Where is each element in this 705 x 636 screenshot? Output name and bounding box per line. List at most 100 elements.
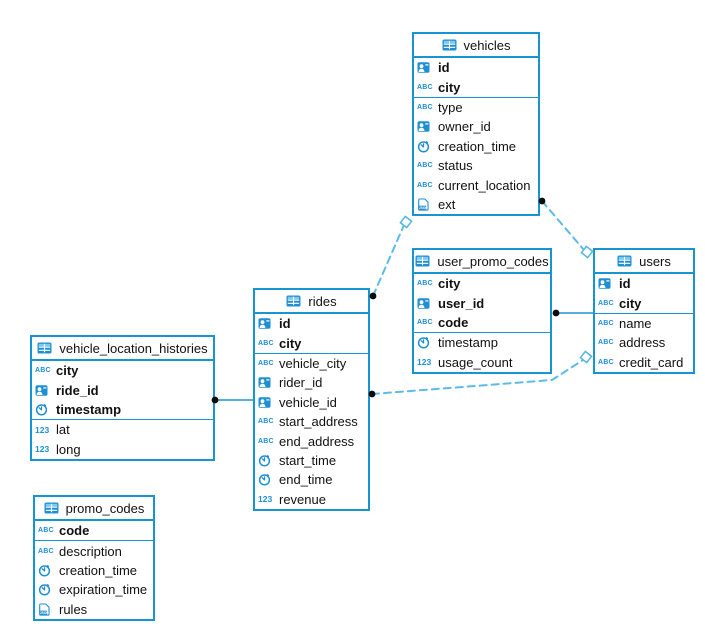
column-name: long: [56, 441, 81, 457]
column-row-revenue[interactable]: 123 revenue: [255, 490, 368, 509]
column-row-end_time[interactable]: end_time: [255, 470, 368, 489]
table-header-rides[interactable]: rides: [255, 290, 368, 314]
column-row-rules[interactable]: JSON rules: [35, 600, 153, 619]
relationship-dot-marker: [369, 292, 377, 300]
user-id-icon: [417, 61, 434, 74]
table-header-user_promo_codes[interactable]: user_promo_codes: [414, 250, 550, 274]
column-name: usage_count: [438, 354, 513, 370]
column-name: timestamp: [438, 335, 498, 351]
clock-icon: [417, 140, 434, 153]
column-row-id[interactable]: id: [255, 314, 368, 333]
column-row-creation_time[interactable]: creation_time: [35, 561, 153, 580]
column-row-timestamp[interactable]: timestamp: [414, 333, 550, 352]
table-header-promo_codes[interactable]: promo_codes: [35, 497, 153, 521]
columns-section: 123 lat 123 long: [32, 419, 213, 459]
column-name: address: [619, 335, 666, 351]
column-name: id: [438, 60, 450, 76]
table-title: rides: [308, 293, 337, 309]
text-type-icon: ABC: [417, 280, 433, 288]
column-row-rider_id[interactable]: rider_id: [255, 373, 368, 392]
column-name: creation_time: [59, 562, 138, 578]
user-id-icon: [258, 317, 275, 330]
table-title: vehicles: [463, 37, 511, 53]
table-icon: [286, 295, 303, 307]
clock-icon: [417, 336, 434, 349]
column-row-owner_id[interactable]: owner_id: [414, 117, 538, 136]
column-name: lat: [56, 422, 70, 438]
column-row-id[interactable]: id: [414, 58, 538, 77]
column-name: end_time: [279, 472, 333, 488]
text-type-icon: ABC: [258, 418, 274, 426]
text-type-icon: ABC: [417, 103, 433, 111]
relationship-vehicles-users[interactable]: [541, 200, 585, 251]
table-title: promo_codes: [65, 500, 145, 516]
column-row-timestamp[interactable]: timestamp: [32, 400, 213, 419]
table-icon: [37, 342, 54, 354]
number-type-icon: 123: [35, 444, 50, 454]
column-row-user_id[interactable]: user_id: [414, 293, 550, 312]
column-row-ride_id[interactable]: ride_id: [32, 380, 213, 399]
column-row-start_time[interactable]: start_time: [255, 451, 368, 470]
column-row-lat[interactable]: 123 lat: [32, 420, 213, 439]
number-type-icon: 123: [35, 424, 50, 435]
column-row-end_address[interactable]: ABC end_address: [255, 431, 368, 450]
table-title: users: [639, 253, 671, 269]
text-type-icon: ABC: [35, 367, 51, 375]
table-header-vehicle_location_histories[interactable]: vehicle_location_histories: [32, 337, 213, 361]
column-name: credit_card: [619, 354, 684, 370]
number-type-icon: 123: [258, 493, 273, 504]
column-name: code: [59, 523, 90, 539]
table-title: vehicle_location_histories: [59, 340, 208, 356]
column-name: owner_id: [438, 119, 491, 135]
column-row-vehicle_id[interactable]: vehicle_id: [255, 393, 368, 412]
table-header-vehicles[interactable]: vehicles: [414, 34, 538, 58]
relationship-diamond-marker: [580, 245, 594, 259]
text-type-icon: ABC: [258, 437, 274, 445]
clock-icon: [35, 403, 52, 416]
user-id-icon: [258, 376, 275, 389]
column-row-id[interactable]: id: [595, 274, 693, 293]
column-name: rules: [59, 601, 88, 617]
column-name: end_address: [279, 433, 355, 449]
text-type-icon: ABC: [417, 318, 433, 326]
column-row-expiration_time[interactable]: expiration_time: [35, 580, 153, 599]
relationship-rides-vehicles[interactable]: [372, 224, 405, 297]
column-row-long[interactable]: 123 long: [32, 440, 213, 459]
column-name: revenue: [279, 491, 326, 507]
column-row-creation_time[interactable]: creation_time: [414, 137, 538, 156]
text-type-icon: ABC: [417, 181, 433, 189]
user-id-icon: [258, 396, 275, 409]
column-name: description: [59, 543, 122, 559]
column-row-ext[interactable]: JSON ext: [414, 195, 538, 214]
table-header-users[interactable]: users: [595, 250, 693, 274]
